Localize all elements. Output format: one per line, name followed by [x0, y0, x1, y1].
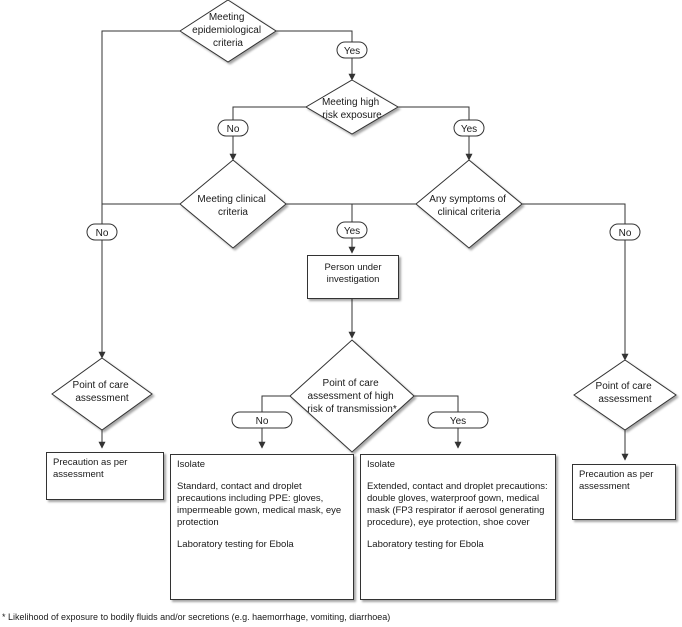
- precaution-right-text: Precaution as per assessment: [579, 469, 654, 492]
- symptoms-text: Any symptoms of clinical criteria: [429, 194, 508, 218]
- no-label-poc-mid: No: [231, 411, 293, 429]
- svg-text:No: No: [256, 416, 269, 427]
- isolate-right-title: Isolate: [367, 459, 395, 470]
- isolate-left-title: Isolate: [177, 459, 205, 470]
- isolate-right-body: Extended, contact and droplet precaution…: [367, 481, 548, 528]
- yes-label-highrisk: Yes: [453, 119, 485, 137]
- isolate-right-testing: Laboratory testing for Ebola: [367, 539, 484, 550]
- decision-symptoms: [415, 159, 523, 249]
- yes-label-epi: Yes: [336, 41, 368, 59]
- precaution-left-text: Precaution as per assessment: [53, 457, 128, 480]
- decision-high-risk: [305, 79, 399, 135]
- svg-text:Yes: Yes: [461, 124, 477, 135]
- svg-text:Yes: Yes: [344, 226, 360, 237]
- precaution-left-box: Precaution as per assessment: [46, 452, 164, 500]
- edge-labels: Yes No Yes No Yes No No Yes: [86, 41, 641, 429]
- decision-poc-right: [573, 359, 677, 431]
- person-under-investigation-box: Person under investigation: [307, 255, 399, 299]
- decision-poc-left: [51, 357, 153, 431]
- no-label-symptoms: No: [609, 223, 641, 241]
- yes-label-clinical: Yes: [336, 221, 368, 239]
- footnote: * Likelihood of exposure to bodily fluid…: [2, 612, 391, 622]
- clinical-text: Meeting clinical criteria: [197, 194, 268, 218]
- isolate-left-testing: Laboratory testing for Ebola: [177, 539, 294, 550]
- svg-text:No: No: [619, 228, 632, 239]
- pui-text: Person under investigation: [324, 262, 382, 285]
- isolate-extended-box: Isolate Extended, contact and droplet pr…: [360, 454, 556, 600]
- svg-text:Yes: Yes: [344, 46, 360, 57]
- svg-text:No: No: [227, 124, 240, 135]
- precaution-right-box: Precaution as per assessment: [572, 464, 676, 520]
- svg-text:Yes: Yes: [450, 416, 466, 427]
- poc-mid-text: Point of care assessment of high risk of…: [307, 378, 397, 415]
- epi-text: Meeting epidemiological criteria: [192, 12, 264, 49]
- connectors: [98, 30, 629, 461]
- poc-left-text: Point of care assessment: [73, 380, 132, 404]
- decision-poc-mid: [289, 339, 415, 453]
- high-risk-text: Meeting high risk exposure: [322, 97, 382, 121]
- isolate-standard-box: Isolate Standard, contact and droplet pr…: [170, 454, 354, 600]
- no-label-highrisk: No: [217, 119, 249, 137]
- svg-text:No: No: [96, 228, 109, 239]
- decision-clinical: [179, 159, 287, 249]
- yes-label-poc-mid: Yes: [427, 411, 489, 429]
- isolate-left-body: Standard, contact and droplet precaution…: [177, 481, 342, 528]
- poc-right-text: Point of care assessment: [596, 381, 655, 405]
- decision-epidemiological: [179, 0, 277, 63]
- no-label-epi: No: [86, 223, 118, 241]
